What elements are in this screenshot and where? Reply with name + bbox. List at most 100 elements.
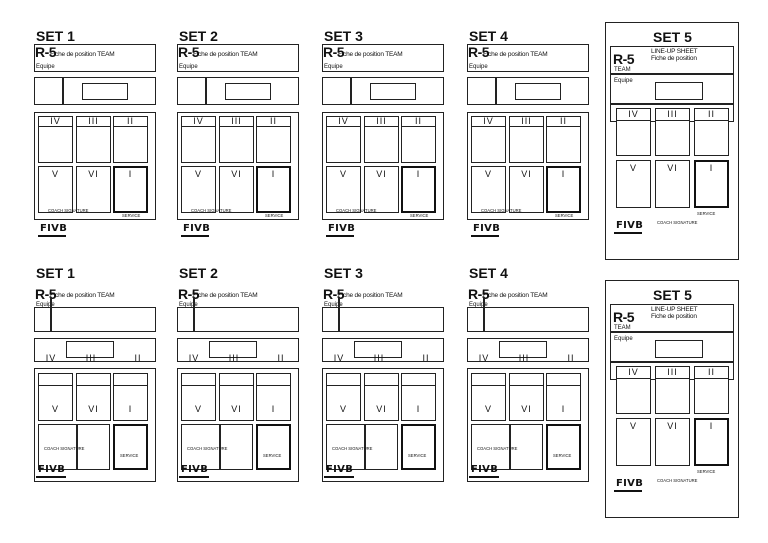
set-title: SET 1 (36, 28, 75, 44)
sheet-title: Fiche de position TEAM (193, 292, 258, 299)
sheet-title: Fiche de position TEAM (50, 51, 115, 58)
logo-underline (181, 235, 209, 237)
coach-signature-label: COACH SIGNATURE (657, 478, 698, 483)
team-name-box (177, 307, 299, 332)
logo-underline (326, 235, 354, 237)
coach-signature-divider (509, 424, 511, 470)
position-label: VI (88, 404, 99, 414)
fivb-logo: FIVB (40, 223, 68, 234)
team-label: Equipe (324, 64, 343, 70)
position-number-cell (113, 373, 148, 386)
position-label: I (709, 163, 714, 173)
position-number-cell (546, 116, 581, 127)
position-label: V (484, 169, 492, 179)
lineup-title: LINE-UP SHEET (651, 48, 698, 55)
team-name-box (177, 77, 299, 105)
team-label: Equipe (36, 64, 55, 70)
positions-panel (610, 103, 734, 105)
position-number-cell (76, 373, 111, 386)
header-box (177, 44, 299, 72)
logo-underline (179, 476, 209, 478)
position-label: I (416, 169, 421, 179)
team-name-divider (350, 77, 352, 105)
sheet-label: R-5 (613, 51, 635, 67)
position-number-cell (509, 116, 544, 127)
position-label: III (667, 109, 678, 119)
logo-underline (614, 232, 642, 234)
team-label: Equipe (614, 336, 633, 342)
position-box (471, 166, 506, 213)
position-label: V (339, 169, 347, 179)
coach-signature-divider (364, 424, 366, 470)
set-title: SET 2 (179, 265, 218, 281)
coach-signature-label: COACH SIGNATURE (187, 446, 228, 451)
rotation-label: III (373, 353, 385, 363)
sheet-title: Fiche de position TEAM (483, 51, 548, 58)
service-label: SERVICE (553, 453, 572, 458)
logo-underline (324, 476, 354, 478)
team-name-field (225, 83, 271, 100)
position-label: V (194, 169, 202, 179)
position-label: V (629, 421, 637, 431)
position-label: III (376, 116, 387, 126)
position-number-cell (401, 116, 436, 127)
rotation-label: IV (188, 353, 200, 363)
position-box (616, 160, 651, 208)
team-name-divider (205, 77, 207, 105)
service-label: SERVICE (697, 211, 716, 216)
position-label: VI (88, 169, 99, 179)
rotation-field (209, 341, 257, 358)
coach-signature-divider (219, 424, 221, 470)
team-label: Equipe (614, 78, 633, 84)
position-label: V (629, 163, 637, 173)
position-label: III (521, 116, 532, 126)
position-label: VI (667, 421, 678, 431)
coach-signature-box (471, 424, 543, 470)
position-label: I (561, 404, 566, 414)
position-label: IV (628, 367, 639, 377)
position-number-cell (38, 116, 73, 127)
team-name-field (515, 83, 561, 100)
position-label: IV (483, 116, 494, 126)
position-number-cell (326, 373, 361, 386)
team-label: Equipe (469, 302, 488, 308)
rotation-label: III (85, 353, 97, 363)
header-box (322, 44, 444, 72)
team-name-divider (193, 297, 195, 332)
position-label: IV (193, 116, 204, 126)
rotation-field (354, 341, 402, 358)
position-label: V (51, 169, 59, 179)
service-label: SERVICE (408, 453, 427, 458)
position-number-cell (509, 373, 544, 386)
position-label: I (416, 404, 421, 414)
position-number-cell (401, 373, 436, 386)
set-title: SET 5 (653, 29, 692, 45)
position-box (694, 418, 729, 466)
header-box (610, 46, 734, 74)
coach-signature-divider (76, 424, 78, 470)
position-number-cell (655, 108, 690, 121)
team-name-divider (62, 77, 64, 105)
service-label: SERVICE (555, 213, 574, 218)
position-number-cell (694, 108, 729, 121)
sheet-title: Fiche de position TEAM (338, 292, 403, 299)
position-label: II (414, 116, 422, 126)
rotation-label: II (134, 353, 142, 363)
sheet-title: Fiche de position TEAM (50, 292, 115, 299)
position-number-cell (471, 373, 506, 386)
coach-signature-box (326, 424, 398, 470)
position-box (76, 166, 111, 213)
service-box (113, 424, 148, 470)
rotation-label: III (228, 353, 240, 363)
position-label: VI (521, 404, 532, 414)
position-label: III (667, 367, 678, 377)
team-name-field (655, 340, 703, 358)
position-number-cell (655, 366, 690, 379)
position-label: I (271, 169, 276, 179)
rotation-field (66, 341, 114, 358)
coach-signature-label: COACH SIGNATURE (477, 446, 518, 451)
position-box (546, 166, 581, 213)
service-label: SERVICE (122, 213, 141, 218)
logo-underline (614, 490, 642, 492)
fivb-logo: FIVB (181, 464, 209, 475)
